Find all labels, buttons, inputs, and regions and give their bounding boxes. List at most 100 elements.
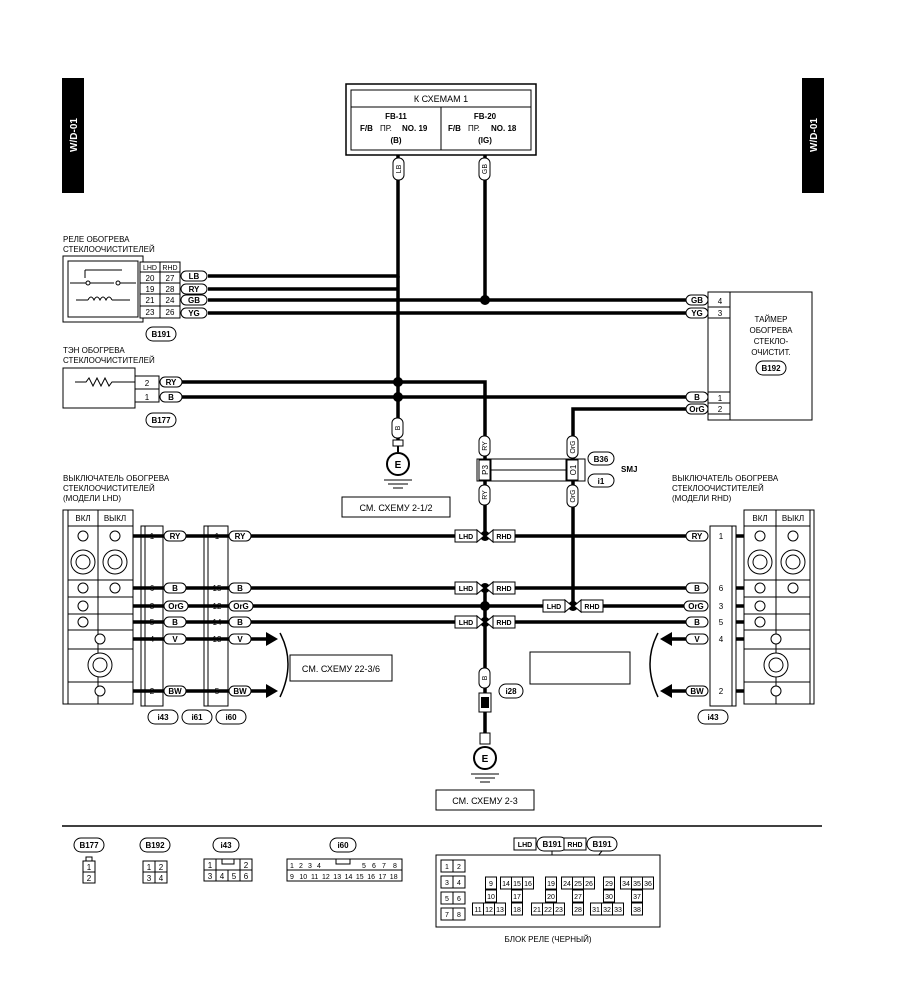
svg-text:B: B [694, 618, 700, 627]
page-tag-right-bg [802, 78, 824, 193]
pin-cell [631, 902, 643, 916]
svg-text:2: 2 [159, 863, 164, 872]
pin-cell [603, 889, 615, 903]
relay-connector-b191: B191 [151, 330, 171, 339]
relay-wire-2: RY [189, 285, 200, 294]
timer-pin-4: 4 [718, 297, 723, 306]
svg-text:1: 1 [719, 532, 724, 541]
svg-text:V: V [694, 635, 700, 644]
svg-text:B: B [172, 584, 178, 593]
relay-block-pin: 32 [603, 907, 611, 914]
wires [163, 155, 696, 744]
svg-text:2: 2 [244, 861, 249, 870]
wire-tag-lb-top: LB [392, 157, 405, 181]
i60-pin: 7 [382, 863, 386, 870]
lhd-i43-row3: 3 OrG [150, 600, 189, 612]
switch-rhd-off: ВЫКЛ [782, 514, 804, 523]
tag-lhd-org: LHD [542, 598, 573, 614]
relay-block-pin: 18 [513, 907, 521, 914]
relay-pin-rhd-3: 24 [166, 296, 175, 305]
lhd-i43-row6: 2 BW [150, 685, 187, 697]
relay-block-pin: 23 [555, 907, 563, 914]
svg-text:15: 15 [213, 584, 222, 593]
wire-tag-b-ground2: B [478, 667, 491, 689]
i60-pin: 9 [290, 874, 294, 881]
wire-tag-ry-smj-bottom: RY [478, 484, 491, 506]
relay-pin-rhd-4: 26 [166, 308, 175, 317]
relay-pin-lhd-1: 20 [146, 274, 155, 283]
switch-rhd-label-3: (МОДЕЛИ RHD) [672, 494, 732, 503]
heater-wire-ry: RY [166, 378, 177, 387]
timer-wire-gb: GB [691, 296, 703, 305]
svg-text:1: 1 [208, 861, 213, 870]
timer-pin-1: 1 [718, 394, 723, 403]
svg-text:13: 13 [213, 635, 222, 644]
relay-wire-1: LB [189, 272, 200, 281]
switch-lhd-off: ВЫКЛ [104, 514, 126, 523]
timer-pin-3: 3 [718, 309, 723, 318]
ground-1-ref: СМ. СХЕМУ 2-1/2 [359, 503, 432, 513]
bracket-left [279, 632, 289, 698]
rhd-row2: B 6 [685, 582, 724, 594]
fuse-right-prefix: F/B [448, 124, 461, 133]
legend-i43: i43 1 2 3 4 5 6 [203, 837, 253, 882]
page-tag-right: W/D-01 [809, 118, 820, 152]
svg-text:3: 3 [719, 602, 724, 611]
fuse-left-no: NO. 19 [402, 124, 428, 133]
bracket-right [649, 632, 659, 698]
i60-pin: 17 [379, 874, 387, 881]
relay-block-pin: 29 [605, 881, 613, 888]
svg-text:6: 6 [719, 584, 724, 593]
relay-block-pin: 37 [633, 894, 641, 901]
svg-text:12: 12 [213, 602, 222, 611]
svg-text:5: 5 [719, 618, 724, 627]
svg-text:RY: RY [235, 532, 246, 541]
svg-text:LHD: LHD [459, 620, 473, 627]
fuse-right-name: FB-20 [474, 112, 497, 121]
relay-block-pin: 1 [445, 864, 449, 871]
svg-text:1: 1 [147, 863, 152, 872]
svg-text:B177: B177 [79, 841, 99, 850]
svg-text:1: 1 [150, 532, 155, 541]
diode-tags: LHD RHD LHD RHD LHD RHD [454, 528, 604, 630]
relay-block-pin: 20 [547, 894, 555, 901]
ref-22-text: СМ. СХЕМУ 22-3/6 [302, 664, 380, 674]
top-fuse-box: К СХЕМАМ 1 FB-11 F/B ПР. NO. 19 (B) FB-2… [345, 83, 537, 156]
svg-text:5: 5 [232, 872, 237, 881]
svg-text:V: V [237, 635, 243, 644]
arrow-left-bw [266, 684, 278, 698]
i60-pin: 11 [311, 874, 318, 881]
pin-cell [603, 876, 615, 890]
smj-b36: B36 [594, 455, 609, 464]
lhd-i60-row3: 12 OrG [213, 600, 254, 612]
fuse-right-no: NO. 18 [491, 124, 517, 133]
relay-block-pin: 25 [574, 881, 582, 888]
svg-text:B: B [694, 584, 700, 593]
heater-connector-b177: B177 [151, 416, 171, 425]
svg-text:6: 6 [244, 872, 249, 881]
svg-text:B: B [237, 584, 243, 593]
tag-rhd-row2: RHD [485, 580, 516, 596]
i60-pin: 3 [308, 863, 312, 870]
svg-text:5: 5 [150, 618, 155, 627]
relay-block-pin: 10 [487, 894, 495, 901]
ground-1-symbol: E [395, 460, 402, 471]
rhd-row5: V 4 [685, 633, 724, 645]
pin-cell [452, 891, 466, 905]
svg-text:1: 1 [215, 532, 220, 541]
relay-block-pin: 17 [513, 894, 521, 901]
relay-block-pin: 35 [633, 881, 641, 888]
svg-text:RHD: RHD [584, 604, 599, 611]
svg-text:RHD: RHD [496, 534, 511, 541]
relay-block-pin: 6 [457, 896, 461, 903]
timer-label-1: ТАЙМЕР [754, 315, 787, 324]
i60-pin: 18 [390, 874, 398, 881]
svg-text:B: B [482, 675, 489, 680]
switch-rhd: ВЫКЛЮЧАТЕЛЬ ОБОГРЕВА СТЕКЛООЧИСТИТЕЛЕЙ (… [672, 474, 815, 725]
empty-box [529, 651, 631, 685]
pin-cell [452, 875, 466, 889]
svg-text:OrG: OrG [233, 602, 249, 611]
